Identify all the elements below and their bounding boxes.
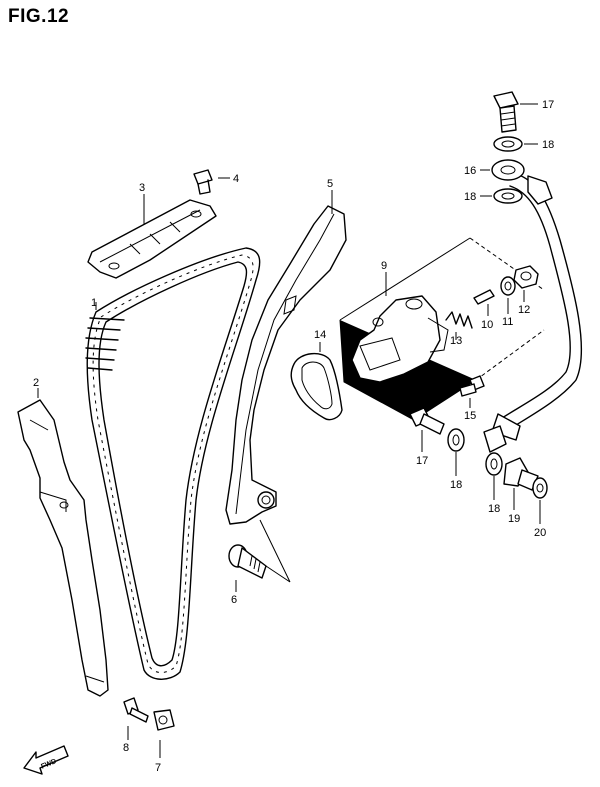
- washer-7: [153, 709, 175, 731]
- pushrod-10: [473, 289, 495, 305]
- spring-13: [445, 311, 473, 329]
- washer-18-lower-left: [447, 428, 465, 452]
- callout-18-lower-right: 18: [488, 503, 500, 515]
- bolt-8: [123, 697, 149, 723]
- callout-17-lower: 17: [416, 455, 428, 467]
- callout-8: 8: [123, 742, 129, 754]
- callout-18-second: 18: [464, 191, 476, 203]
- union-19: [503, 457, 539, 491]
- callout-3: 3: [139, 182, 145, 194]
- callout-16: 16: [464, 165, 476, 177]
- callout-5: 5: [327, 178, 333, 190]
- banjo-fitting-16: [491, 159, 525, 181]
- callout-18-lower-left: 18: [450, 479, 462, 491]
- cam-chain: [85, 247, 261, 680]
- bolt-4: [193, 169, 213, 195]
- banjo-bolt-17-top: [493, 91, 519, 133]
- callout-14: 14: [314, 329, 326, 341]
- washer-18-second: [493, 188, 523, 204]
- tensioner-body: [339, 237, 545, 421]
- washer-18-top: [493, 136, 523, 152]
- callout-2: 2: [33, 377, 39, 389]
- fwd-arrow-icon: FWD: [23, 745, 69, 775]
- callout-20: 20: [534, 527, 546, 539]
- callout-13: 13: [450, 335, 462, 347]
- callout-15: 15: [464, 410, 476, 422]
- tensioner-arm: [225, 205, 347, 525]
- washer-11: [500, 276, 516, 296]
- callout-17-top: 17: [542, 99, 554, 111]
- pivot-bolt-6: [228, 519, 291, 583]
- callout-6: 6: [231, 594, 237, 606]
- callout-7: 7: [155, 762, 161, 774]
- chain-guide-upper: [87, 199, 217, 279]
- cap-bolt-12: [513, 265, 539, 289]
- washer-18-lower-right: [485, 452, 503, 476]
- chain-guide-rear: [17, 399, 109, 697]
- banjo-bolt-17-lower: [409, 407, 445, 435]
- callout-18-top: 18: [542, 139, 554, 151]
- oil-hose: [483, 173, 583, 453]
- callout-11: 11: [502, 316, 513, 328]
- callout-9: 9: [381, 260, 387, 272]
- washer-20: [532, 477, 548, 499]
- callout-19: 19: [508, 513, 520, 525]
- callout-4: 4: [233, 173, 239, 185]
- gasket-14: [290, 353, 343, 421]
- callout-10: 10: [481, 319, 493, 331]
- leader-lines: [37, 103, 541, 758]
- callout-1: 1: [91, 297, 97, 309]
- callout-12: 12: [518, 304, 530, 316]
- figure-title: FIG.12: [8, 6, 70, 27]
- bolt-15: [459, 375, 485, 397]
